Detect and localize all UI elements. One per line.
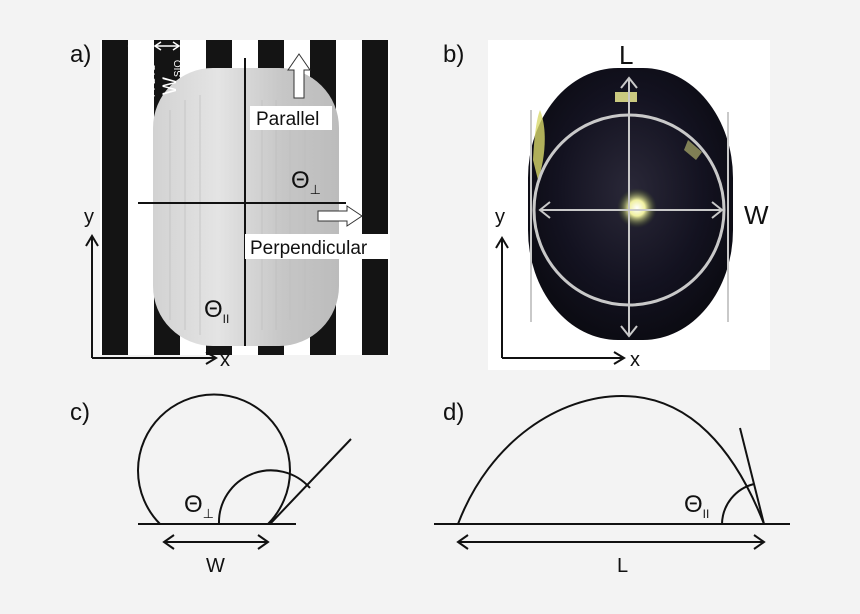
width-dimension-arrows [127, 41, 181, 51]
reflection-center [617, 188, 657, 228]
theta-par-label: ΘII [204, 296, 229, 326]
parallel-arrow-icon [287, 53, 311, 99]
l-dimension-arrow-heads [456, 534, 766, 550]
theta-par-d: ΘII [684, 491, 709, 521]
width-arrow-heads [538, 201, 724, 219]
angle-arc-c [217, 469, 311, 525]
panel-a: WPFDTS WSIO Parallel Θ⊥ Perpendicular ΘI… [70, 40, 390, 371]
droplet-texture [169, 95, 306, 335]
droplet-profile-d [457, 394, 765, 525]
w-dimension-arrow-heads [162, 534, 270, 550]
tangent-line-d [739, 427, 765, 525]
panel-b: L W b) y x [443, 40, 770, 371]
w-pfdts-label: WPFDTS [134, 64, 158, 115]
tangent-line-c [269, 438, 352, 525]
reflection-right [684, 140, 702, 160]
perpendicular-label: Perpendicular [250, 238, 368, 259]
theta-perp-c: Θ⊥ [184, 491, 214, 521]
theta-perp-label: Θ⊥ [291, 167, 321, 197]
panel-c: c) Θ⊥ W [70, 393, 352, 577]
panel-b-w-label: W [744, 200, 769, 230]
panel-a-x-label: x [220, 349, 230, 371]
perpendicular-arrow-icon [317, 205, 363, 227]
panel-b-axes [495, 236, 626, 365]
panel-b-l-label: L [619, 40, 633, 70]
panel-d: d) ΘII L [434, 394, 790, 577]
panel-a-label: a) [70, 41, 91, 68]
perpendicular-label-box [245, 234, 389, 259]
angle-arc-d [721, 483, 755, 525]
panel-b-label: b) [443, 41, 464, 68]
panel-a-axes [85, 234, 218, 365]
l-dimension-label: L [617, 555, 628, 577]
panel-d-label: d) [443, 399, 464, 426]
panel-b-x-label: x [630, 349, 640, 371]
droplet-profile-c [137, 393, 291, 525]
length-arrow-heads [620, 76, 638, 338]
panel-a-y-label: y [84, 206, 94, 228]
reflection-left [533, 110, 545, 180]
parallel-label-box [250, 106, 332, 130]
panel-b-y-label: y [495, 206, 505, 228]
reflection-top [615, 92, 637, 102]
parallel-label: Parallel [256, 109, 319, 130]
w-sio-label: WSIO [160, 60, 184, 95]
panel-c-label: c) [70, 399, 90, 426]
w-dimension-label: W [206, 555, 225, 577]
